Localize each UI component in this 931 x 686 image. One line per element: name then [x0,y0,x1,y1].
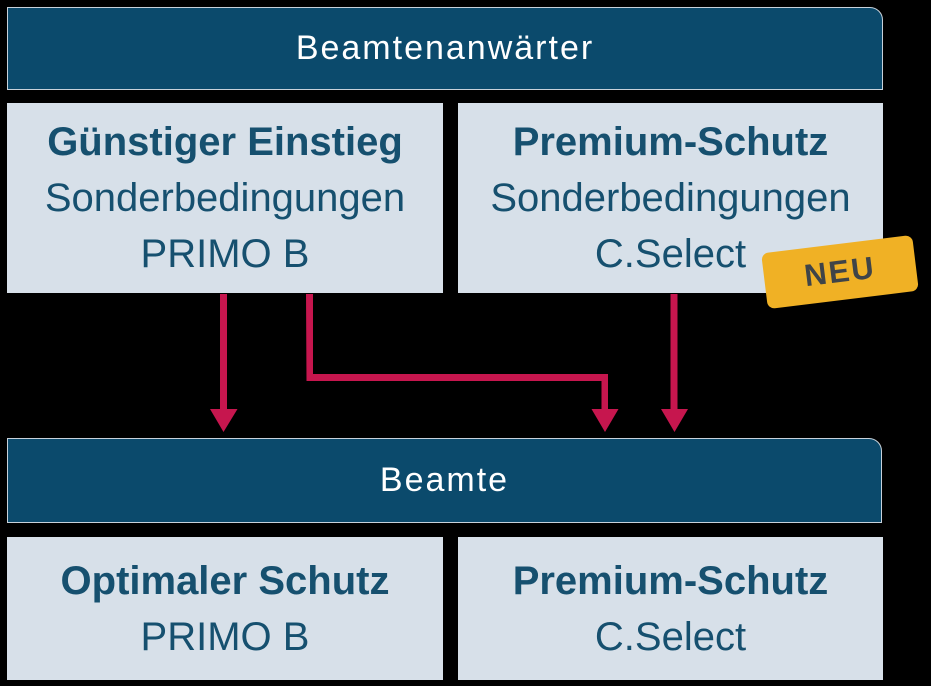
box-premium-schutz-anwaerter: Premium-Schutz Sonderbedingungen C.Selec… [458,103,883,293]
box-premium-schutz-anwaerter-line1: Sonderbedingungen [490,176,851,220]
banner-beamtenanwaerter: Beamtenanwärter [7,7,883,90]
box-premium-schutz-anwaerter-line2: C.Select [594,232,747,276]
banner-beamte-label: Beamte [379,461,510,499]
box-guenstiger-einstieg-line1: Sonderbedingungen [44,176,406,220]
box-premium-schutz-beamte-title: Premium-Schutz [512,558,829,603]
box-guenstiger-einstieg-line2: PRIMO B [140,232,310,276]
box-premium-schutz-beamte: Premium-Schutz C.Select [458,537,883,680]
arrow-premium-to-beamte [661,294,688,432]
box-premium-schutz-anwaerter-title: Premium-Schutz [512,120,829,164]
box-optimaler-schutz-title: Optimaler Schutz [60,558,390,603]
box-optimaler-schutz-line1: PRIMO B [140,614,310,659]
neu-badge-label: NEU [802,249,878,294]
arrow-guenstiger-to-beamte [210,294,238,432]
banner-beamte: Beamte [7,438,882,523]
box-optimaler-schutz: Optimaler Schutz PRIMO B [7,537,443,680]
box-guenstiger-einstieg-title: Günstiger Einstieg [47,120,403,164]
box-guenstiger-einstieg: Günstiger Einstieg Sonderbedingungen PRI… [7,103,443,293]
box-premium-schutz-beamte-line1: C.Select [594,614,747,659]
banner-beamtenanwaerter-label: Beamtenanwärter [295,29,595,67]
arrow-guenstiger-to-cselect [306,294,619,432]
